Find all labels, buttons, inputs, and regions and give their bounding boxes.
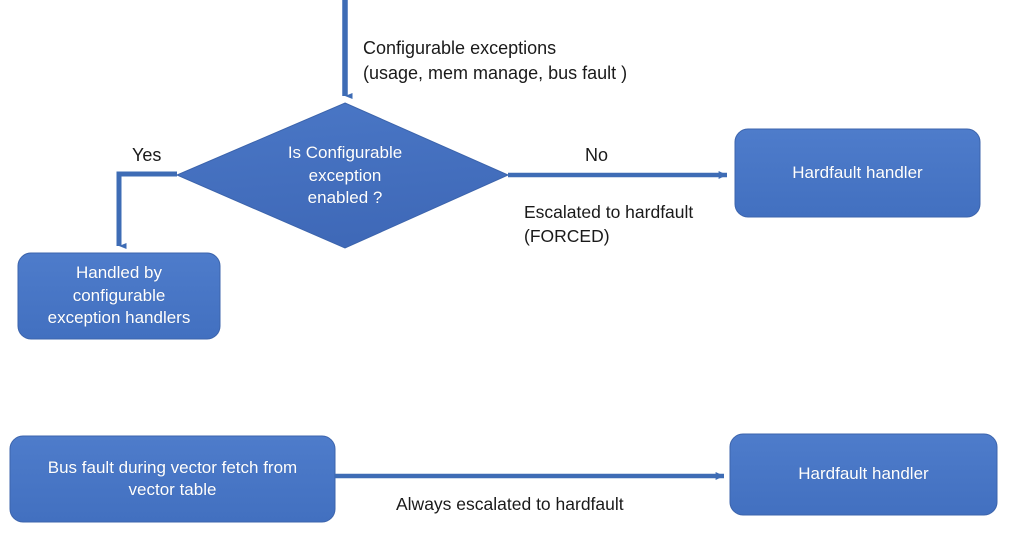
node-decision-shape (175, 102, 510, 249)
no-label: No (585, 145, 609, 165)
node-busfault-vector-shape (9, 435, 336, 523)
connector-yes-branch (116, 171, 177, 249)
node-hardfault-top-shape (734, 128, 981, 218)
source-caption: Configurable exceptions (usage, mem mana… (363, 38, 628, 83)
always-escalated-caption: Always escalated to hardfault (396, 494, 624, 514)
node-hardfault-bottom-shape (729, 433, 998, 516)
node-handled-shape (17, 252, 221, 340)
escalated-caption: Escalated to hardfault (FORCED) (524, 202, 694, 247)
yes-label: Yes (132, 145, 162, 165)
